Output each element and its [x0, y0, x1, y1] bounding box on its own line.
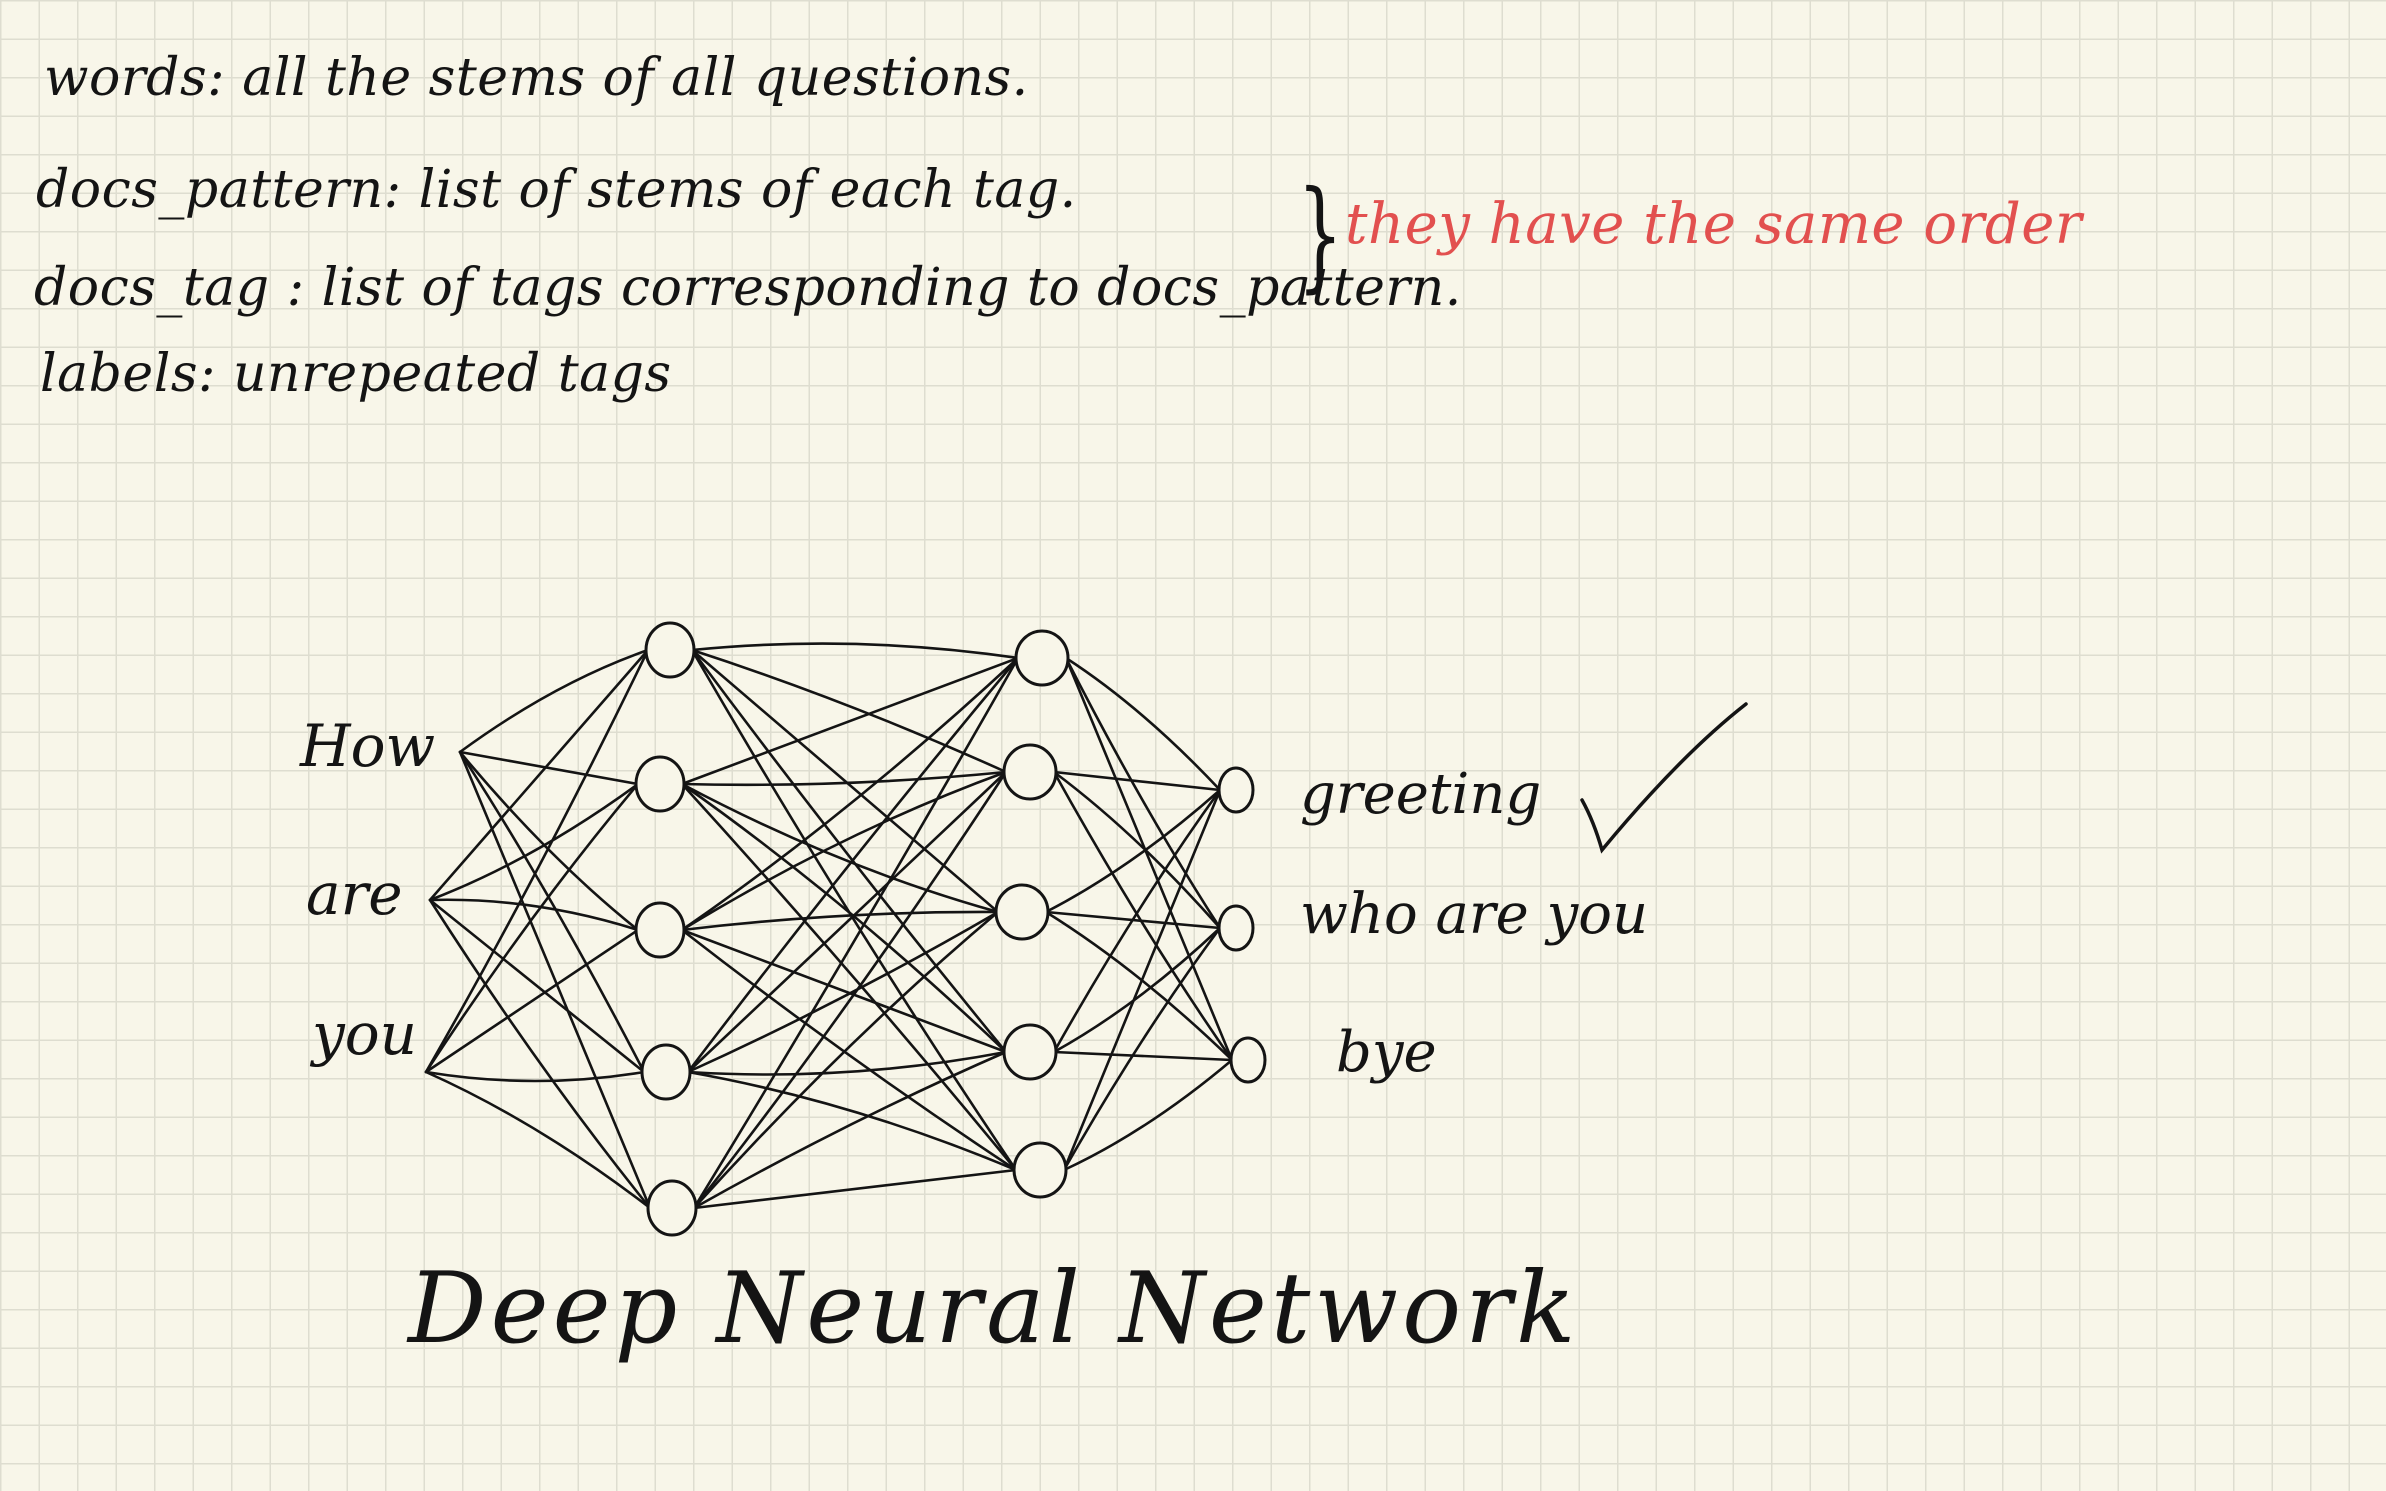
edge-hidden1-1-hidden2-0 — [680, 656, 1020, 786]
edge-hidden1-4-hidden2-1 — [692, 770, 1008, 1210]
input-word-you: you — [312, 1000, 418, 1068]
edge-hidden1-3-hidden2-2 — [686, 910, 1000, 1074]
output-label-bye: bye — [1336, 1020, 1437, 1085]
edge-input-1-hidden1-1 — [428, 782, 640, 902]
edge-hidden1-1-hidden2-2 — [680, 782, 1000, 914]
note-same-order: they have the same order — [1345, 192, 2083, 257]
output-label-greeting: greeting — [1300, 762, 1542, 827]
edge-hidden2-0-output-2 — [1064, 656, 1234, 1062]
edge-hidden1-4-hidden2-3 — [692, 1050, 1008, 1210]
edge-hidden1-3-hidden2-4 — [686, 1070, 1018, 1172]
edge-hidden2-2-output-0 — [1044, 788, 1222, 914]
edge-hidden1-0-hidden2-2 — [690, 648, 1000, 914]
edge-input-0-hidden1-4 — [458, 750, 652, 1210]
edge-hidden2-3-output-1 — [1052, 926, 1222, 1054]
hidden2-node-4 — [1012, 1141, 1068, 1199]
note-docs-tag: docs_tag : list of tags corresponding to… — [34, 258, 1462, 318]
edge-input-2-hidden1-3 — [424, 1070, 646, 1083]
edge-hidden1-2-hidden2-1 — [680, 770, 1008, 932]
edge-input-0-hidden1-0 — [458, 648, 650, 754]
edge-hidden1-2-hidden2-2 — [680, 910, 1000, 932]
hidden1-node-0 — [644, 621, 696, 679]
edge-hidden2-0-output-0 — [1064, 656, 1222, 792]
edge-hidden1-0-hidden2-3 — [690, 648, 1008, 1054]
note-docs-pattern: docs_pattern: list of stems of each tag. — [36, 160, 1077, 220]
edge-hidden1-2-hidden2-3 — [680, 928, 1008, 1054]
hidden1-node-3 — [640, 1043, 692, 1101]
input-word-are: are — [306, 860, 403, 928]
network-edges — [424, 642, 1234, 1210]
edge-hidden1-1-hidden2-4 — [680, 782, 1018, 1172]
hidden2-node-1 — [1002, 743, 1058, 801]
right-brace-icon: } — [1297, 166, 1344, 305]
hidden2-node-0 — [1014, 629, 1070, 687]
edge-hidden2-0-output-1 — [1064, 656, 1222, 930]
output-node-1 — [1217, 904, 1255, 952]
edge-hidden1-2-hidden2-4 — [680, 928, 1018, 1172]
edge-hidden2-1-output-1 — [1052, 770, 1222, 930]
edge-hidden1-1-hidden2-1 — [680, 770, 1008, 787]
note-words: words: all the stems of all questions. — [44, 48, 1029, 108]
checkmark-icon — [1580, 702, 1748, 854]
edge-input-0-hidden1-2 — [458, 750, 640, 932]
edge-hidden2-3-output-2 — [1052, 1050, 1234, 1062]
edge-input-2-hidden1-4 — [424, 1070, 652, 1210]
hidden1-node-4 — [646, 1179, 698, 1237]
output-node-2 — [1229, 1036, 1267, 1084]
edge-hidden2-1-output-2 — [1052, 770, 1234, 1062]
hidden2-node-3 — [1002, 1023, 1058, 1081]
edge-hidden1-4-hidden2-2 — [692, 910, 1000, 1210]
edge-hidden2-1-output-0 — [1052, 770, 1222, 792]
input-word-how: How — [300, 712, 436, 780]
edge-input-1-hidden1-3 — [428, 898, 646, 1074]
output-label-who-are-you: who are you — [1300, 882, 1649, 947]
edge-input-2-hidden1-1 — [424, 782, 640, 1074]
edge-hidden2-4-output-1 — [1062, 926, 1222, 1172]
edge-input-1-hidden1-0 — [428, 648, 650, 902]
hidden2-node-2 — [994, 883, 1050, 941]
hidden1-node-2 — [634, 901, 686, 959]
edge-hidden2-3-output-0 — [1052, 788, 1222, 1054]
output-node-0 — [1217, 766, 1255, 814]
edge-input-0-hidden1-1 — [458, 750, 640, 786]
edge-hidden1-3-hidden2-0 — [686, 656, 1020, 1074]
edge-input-1-hidden1-2 — [428, 898, 640, 932]
edge-input-0-hidden1-3 — [458, 750, 646, 1074]
edge-hidden1-4-hidden2-0 — [692, 656, 1020, 1210]
edge-hidden1-2-hidden2-0 — [680, 656, 1020, 932]
edge-hidden1-3-hidden2-1 — [686, 770, 1008, 1074]
edge-hidden2-4-output-0 — [1062, 788, 1222, 1172]
edge-input-1-hidden1-4 — [428, 898, 652, 1210]
edge-hidden1-4-hidden2-4 — [692, 1168, 1018, 1210]
edge-input-2-hidden1-2 — [424, 928, 640, 1074]
hidden1-node-1 — [634, 755, 686, 813]
diagram-title: Deep Neural Network — [408, 1252, 1580, 1366]
edge-input-2-hidden1-0 — [424, 648, 650, 1074]
edge-hidden2-2-output-2 — [1044, 910, 1234, 1062]
note-labels: labels: unrepeated tags — [40, 344, 672, 404]
network-nodes — [634, 621, 1267, 1237]
edge-hidden1-3-hidden2-3 — [686, 1050, 1008, 1076]
edge-hidden1-0-hidden2-4 — [690, 648, 1018, 1172]
edge-hidden1-1-hidden2-3 — [680, 782, 1008, 1054]
edge-hidden2-4-output-2 — [1062, 1058, 1234, 1172]
edge-hidden1-0-hidden2-0 — [690, 642, 1020, 660]
